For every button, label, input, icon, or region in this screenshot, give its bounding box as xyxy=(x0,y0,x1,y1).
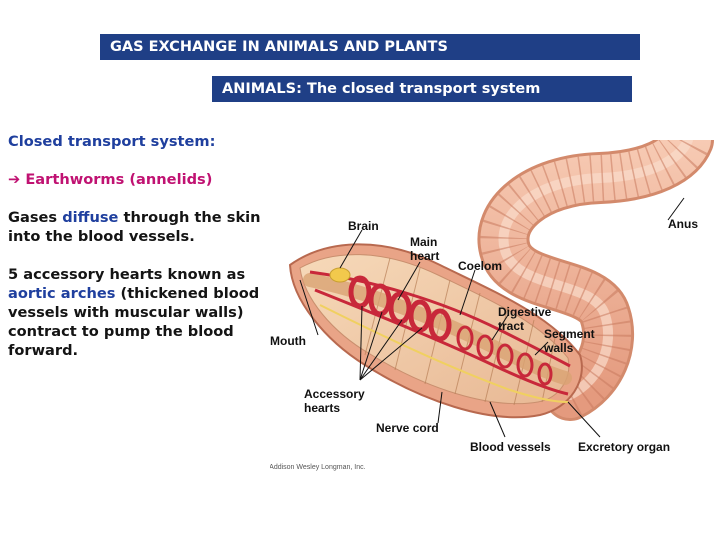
explanation-text: Closed transport system: ➔ Earthworms (a… xyxy=(8,132,276,360)
para2-prefix: 5 accessory hearts known as xyxy=(8,266,245,283)
example-line: ➔ Earthworms (annelids) xyxy=(8,170,276,189)
label-segment-line2: walls xyxy=(543,341,574,355)
label-segment-line1: Segment xyxy=(544,327,595,341)
label-mouth: Mouth xyxy=(270,334,306,348)
label-nerve-cord: Nerve cord xyxy=(376,421,439,435)
copyright-note: ©Addison Wesley Longman, Inc. xyxy=(270,463,366,471)
diffuse-keyword: diffuse xyxy=(62,209,118,226)
diffusion-paragraph: Gases diffuse through the skin into the … xyxy=(8,208,276,246)
example-text: Earthworms (annelids) xyxy=(25,171,212,188)
section-subtitle-banner: ANIMALS: The closed transport system xyxy=(212,76,632,102)
hearts-paragraph: 5 accessory hearts known as aortic arche… xyxy=(8,265,276,360)
earthworm-diagram: Brain Main heart Coelom Anus Digestive t… xyxy=(270,140,728,480)
page-title: GAS EXCHANGE IN ANIMALS AND PLANTS xyxy=(110,39,448,55)
label-anus: Anus xyxy=(668,217,698,231)
label-digestive-line2: tract xyxy=(498,319,524,333)
label-excretory-organ: Excretory organ xyxy=(578,440,670,454)
section-subtitle: ANIMALS: The closed transport system xyxy=(222,81,540,97)
label-blood-vessels: Blood vessels xyxy=(470,440,551,454)
page-title-banner: GAS EXCHANGE IN ANIMALS AND PLANTS xyxy=(100,34,640,60)
label-brain: Brain xyxy=(348,219,379,233)
arrow-icon: ➔ xyxy=(8,171,20,188)
label-main-heart-line1: Main xyxy=(410,235,437,249)
label-coelom: Coelom xyxy=(458,259,502,273)
para1-prefix: Gases xyxy=(8,209,62,226)
label-main-heart-line2: heart xyxy=(410,249,439,263)
label-accessory-line1: Accessory xyxy=(304,387,365,401)
topic-heading: Closed transport system: xyxy=(8,132,276,151)
label-accessory-line2: hearts xyxy=(304,401,340,415)
label-digestive-line1: Digestive xyxy=(498,305,552,319)
aortic-arches-keyword: aortic arches xyxy=(8,285,115,302)
